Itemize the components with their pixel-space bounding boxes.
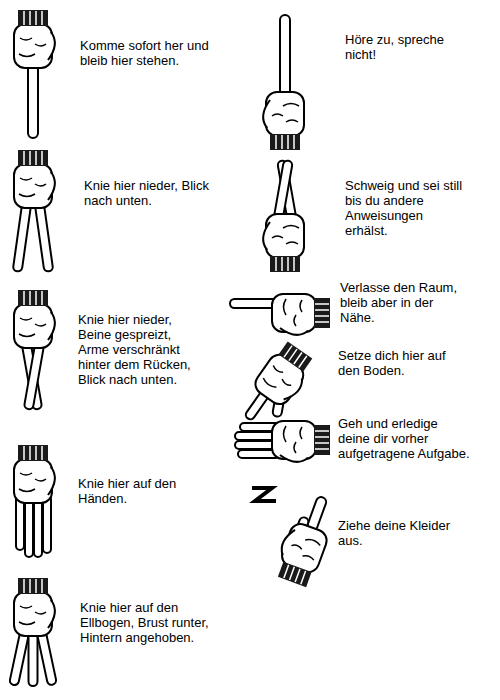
- hand-finger-up: [263, 15, 304, 150]
- hand-crossed-fingers-up: [263, 160, 304, 272]
- hand-four-fingers-down: [14, 445, 55, 557]
- signal-caption: Komme sofort her und bleib hier stehen.: [80, 38, 210, 68]
- signal-caption: Geh und erledige deine dir vorher aufget…: [338, 416, 473, 461]
- hand-three-fingers-spread: [9, 578, 57, 686]
- signal-caption: Schweig und sei still bis du andere Anwe…: [345, 178, 463, 238]
- hand-crossed-fingers-down: [14, 290, 55, 410]
- signal-caption: Knie hier nieder, Blick nach unten.: [84, 178, 224, 208]
- signal-caption: Knie hier auf den Ellbogen, Brust runter…: [80, 600, 210, 645]
- hand-pointing-down-left: [235, 339, 319, 434]
- hand-flat-left: [235, 421, 330, 462]
- signal-caption: Verlasse den Raum, bleib aber in der Näh…: [340, 280, 465, 325]
- signal-caption: Knie hier auf den Händen.: [78, 476, 218, 506]
- signal-caption: Ziehe deine Kleider aus.: [338, 518, 463, 548]
- hand-one-finger-down: [14, 10, 55, 138]
- signal-caption: Höre zu, spreche nicht!: [345, 32, 445, 62]
- hand-pointing-left: [230, 294, 330, 335]
- signal-caption: Setze dich hier auf den Boden.: [338, 348, 468, 378]
- hand-two-fingers-down: [13, 150, 55, 272]
- hand-hook-finger: [271, 490, 340, 589]
- signal-caption: Knie hier nieder, Beine gespreizt, Arme …: [78, 312, 203, 387]
- motion-mark: [252, 488, 276, 501]
